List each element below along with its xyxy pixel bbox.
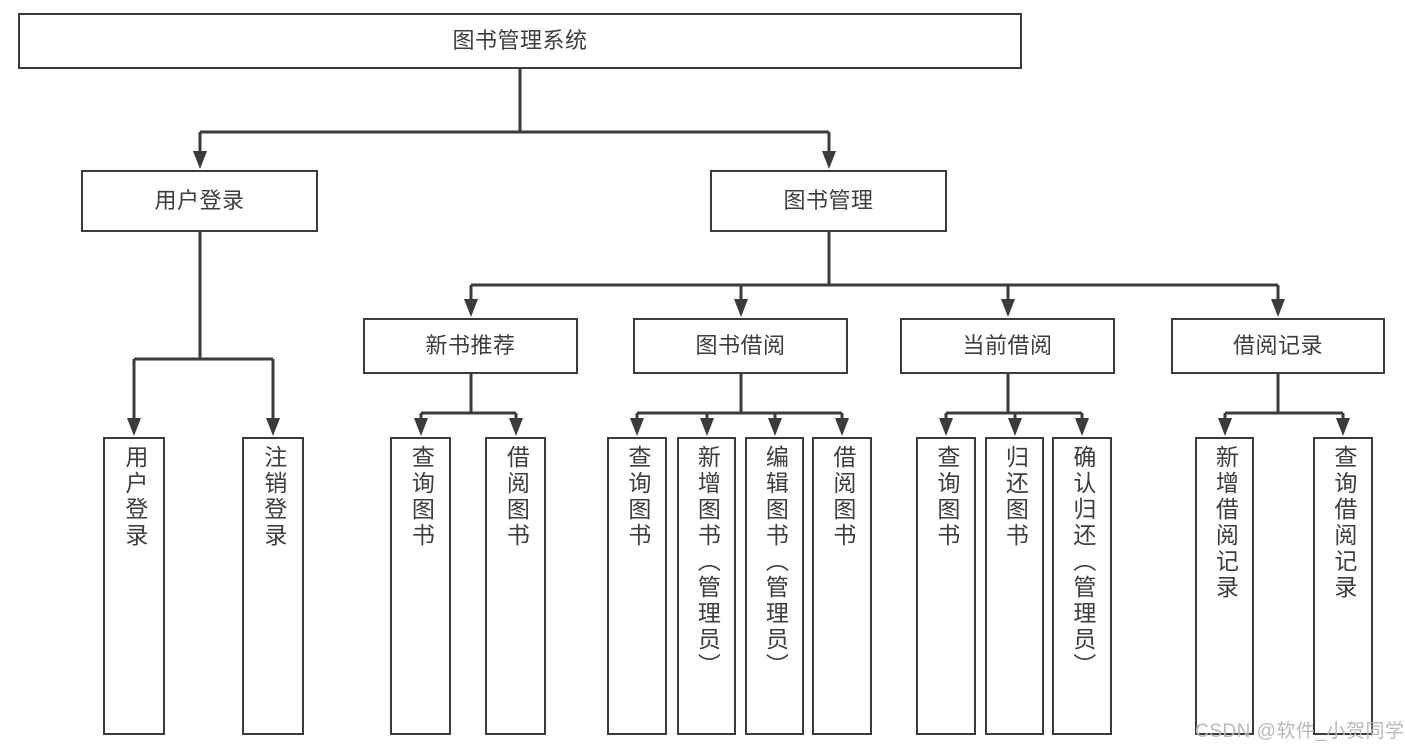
node-current-borrow[interactable]: 当前借阅 — [900, 318, 1115, 374]
node-label: 借阅图书 — [829, 445, 856, 549]
node-label: 图书借阅 — [695, 333, 786, 358]
node-book-borrow[interactable]: 图书借阅 — [633, 318, 848, 374]
node-leaf-query-3[interactable]: 查询图书 — [916, 437, 976, 735]
node-label: 编辑图书（管理员） — [762, 445, 789, 679]
arrow-current-borrow-0 — [939, 418, 953, 436]
node-borrow-record[interactable]: 借阅记录 — [1171, 318, 1385, 374]
node-label: 查询图书 — [408, 445, 435, 549]
node-label: 用户登录 — [121, 445, 148, 549]
arrow-book-borrow-0 — [630, 418, 644, 436]
node-leaf-return[interactable]: 归还图书 — [985, 437, 1044, 735]
node-label: 新书推荐 — [425, 333, 516, 358]
node-label: 借阅图书 — [503, 445, 530, 549]
node-new-book-rec[interactable]: 新书推荐 — [363, 318, 578, 374]
node-user-login[interactable]: 用户登录 — [81, 170, 318, 232]
node-leaf-add-book[interactable]: 新增图书（管理员） — [677, 437, 736, 735]
arrow-current-borrow-2 — [1075, 418, 1089, 436]
node-label: 新增图书（管理员） — [694, 445, 721, 679]
arrow-borrow-record-0 — [1218, 418, 1232, 436]
node-leaf-borrow-2[interactable]: 借阅图书 — [812, 437, 872, 735]
arrow-borrow-record-1 — [1336, 418, 1350, 436]
node-label: 查询图书 — [933, 445, 960, 549]
arrow-user-login-0 — [127, 418, 141, 436]
node-label: 借阅记录 — [1232, 333, 1323, 358]
arrow-book-manage-1 — [734, 299, 748, 317]
arrow-book-borrow-2 — [768, 418, 782, 436]
csdn-watermark: CSDN @软件_小贺同学 — [1195, 721, 1405, 742]
node-leaf-logout[interactable]: 注销登录 — [242, 437, 304, 735]
node-label: 查询借阅记录 — [1330, 445, 1357, 601]
arrow-current-borrow-1 — [1008, 418, 1022, 436]
arrow-book-borrow-1 — [700, 418, 714, 436]
arrow-new-book-rec-0 — [414, 418, 428, 436]
node-leaf-query-1[interactable]: 查询图书 — [390, 437, 451, 735]
node-book-manage[interactable]: 图书管理 — [710, 170, 947, 232]
node-leaf-user-login[interactable]: 用户登录 — [103, 437, 165, 735]
arrow-book-manage-3 — [1271, 299, 1285, 317]
arrow-user-login-1 — [266, 418, 280, 436]
node-label: 当前借阅 — [962, 333, 1053, 358]
node-label: 新增借阅记录 — [1212, 445, 1239, 601]
node-label: 确认归还（管理员） — [1069, 445, 1096, 679]
node-leaf-query-2[interactable]: 查询图书 — [607, 437, 667, 735]
node-label: 图书管理系统 — [452, 28, 588, 53]
node-label: 用户登录 — [154, 188, 245, 213]
arrow-book-borrow-3 — [835, 418, 849, 436]
arrow-book-manage-0 — [464, 299, 478, 317]
node-leaf-borrow-1[interactable]: 借阅图书 — [485, 437, 546, 735]
node-label: 图书管理 — [783, 188, 874, 213]
node-label: 注销登录 — [260, 445, 287, 549]
node-label: 归还图书 — [1002, 445, 1029, 549]
arrow-new-book-rec-1 — [509, 418, 523, 436]
node-root[interactable]: 图书管理系统 — [18, 13, 1022, 69]
node-leaf-query-rec[interactable]: 查询借阅记录 — [1313, 437, 1373, 735]
node-label: 查询图书 — [624, 445, 651, 549]
node-leaf-add-rec[interactable]: 新增借阅记录 — [1195, 437, 1254, 735]
node-leaf-confirm[interactable]: 确认归还（管理员） — [1052, 437, 1112, 735]
arrow-book-manage-2 — [1001, 299, 1015, 317]
node-leaf-edit-book[interactable]: 编辑图书（管理员） — [745, 437, 804, 735]
arrow-root-0 — [193, 151, 207, 169]
arrow-root-1 — [822, 151, 836, 169]
